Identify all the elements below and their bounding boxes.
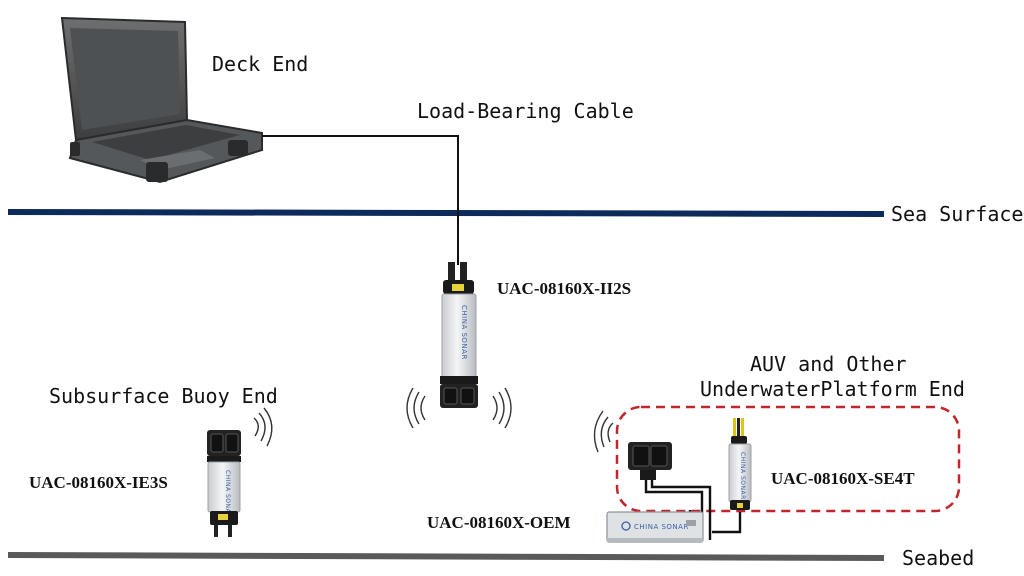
ie3s-transducer-icon: CHINA SONAR: [207, 430, 241, 537]
buoy-end-label: Subsurface Buoy End: [49, 384, 278, 408]
sea-surface-line: [7, 209, 885, 217]
auv-end-label-line2: UnderwaterPlatform End: [700, 377, 965, 401]
oem-device-label: UAC-08160X-OEM: [427, 513, 571, 532]
auv-end-label-line1: AUV and Other: [750, 352, 907, 376]
se4t-transducer-icon: CHINA SONAR: [728, 418, 752, 510]
oem-transducer-icon: [628, 442, 672, 480]
signal-wave-icon: [253, 407, 273, 447]
oem-board-icon: CHINA SONAR: [606, 511, 704, 543]
signal-wave-icon: [406, 387, 512, 429]
ie3s-device-label: UAC-08160X-IE3S: [29, 473, 168, 492]
signal-wave-icon: [593, 410, 614, 453]
svg-text:CHINA SONAR: CHINA SONAR: [460, 305, 468, 360]
auv-platform-frame: [615, 405, 961, 513]
ii2s-device-label: UAC-08160X-II2S: [497, 279, 632, 298]
se4t-device-label: UAC-08160X-SE4T: [771, 469, 915, 488]
seabed-line: [7, 552, 885, 561]
svg-text:CHINA SONAR: CHINA SONAR: [739, 452, 746, 500]
cable-label: Load-Bearing Cable: [417, 99, 634, 123]
svg-text:CHINA SONAR: CHINA SONAR: [634, 523, 689, 531]
deck-end-label: Deck End: [212, 52, 309, 76]
sea-surface-label: Sea Surface: [891, 202, 1024, 226]
seabed-label: Seabed: [902, 546, 975, 570]
svg-text:CHINA SONAR: CHINA SONAR: [224, 470, 231, 518]
ii2s-transducer-icon: CHINA SONAR: [440, 262, 478, 408]
laptop-icon: [60, 16, 263, 184]
load-bearing-cable: [262, 135, 459, 265]
